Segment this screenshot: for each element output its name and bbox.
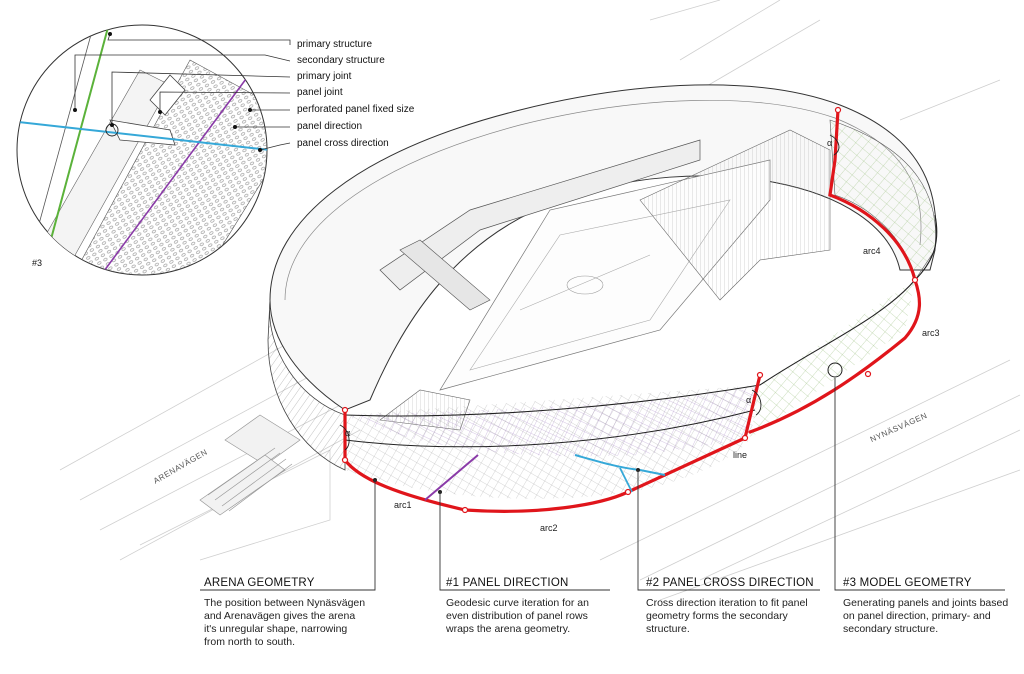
inset-tag: #3 bbox=[32, 258, 43, 268]
legend-primary-joint: primary joint bbox=[297, 71, 352, 82]
callout-model-geometry-line: Generating panels and joints based bbox=[843, 597, 1009, 609]
callout-arena-geometry-line: The position between Nynäsvägen bbox=[204, 597, 366, 609]
inset-leader-dots bbox=[73, 32, 262, 152]
legend-panel-direction: panel direction bbox=[297, 121, 363, 132]
label-arc2: arc2 bbox=[540, 523, 558, 533]
west-stairs bbox=[199, 414, 301, 516]
callout-model-geometry-text: Generating panels and joints based on pa… bbox=[843, 597, 1021, 636]
inset-panel-line bbox=[89, 59, 261, 275]
arc2-curve bbox=[463, 490, 630, 513]
arc3-curve bbox=[743, 278, 922, 440]
callout-cross-direction-title: #2 PANEL CROSS DIRECTION bbox=[646, 577, 814, 589]
arc1-curve bbox=[343, 408, 467, 512]
callout-cross-direction-line: Cross direction iteration to fit panel bbox=[646, 597, 808, 609]
callout-panel-direction-line: wraps the arena geometry. bbox=[446, 623, 571, 635]
detail-inset bbox=[16, 24, 268, 276]
label-arc4: arc4 bbox=[863, 246, 881, 256]
legend-perforated-panel: perforated panel fixed size bbox=[297, 104, 415, 115]
label-arc3: arc3 bbox=[922, 328, 940, 338]
callout-arena-geometry-text: The position between Nynäsvägen and Aren… bbox=[204, 597, 374, 649]
inset-cross-line bbox=[17, 121, 267, 151]
facade-band bbox=[267, 119, 938, 499]
callout-cross-direction-line: geometry forms the secondary bbox=[646, 610, 788, 622]
joint-markers bbox=[341, 106, 919, 514]
callout-model-geometry-line: on panel direction, primary- and bbox=[843, 610, 991, 622]
line-segment bbox=[626, 436, 747, 494]
callout-panel-direction-line: Geodesic curve iteration for an bbox=[446, 597, 589, 609]
callout-model-geometry-line: secondary structure. bbox=[843, 623, 939, 635]
legend-secondary-structure: secondary structure bbox=[297, 55, 385, 66]
label-alpha-north: α bbox=[827, 138, 833, 148]
edge-curves bbox=[343, 108, 922, 513]
label-line: line bbox=[733, 450, 748, 460]
callout-leaders bbox=[200, 378, 1005, 591]
inset-leaders bbox=[74, 33, 291, 151]
legend-panel-joint: panel joint bbox=[297, 87, 343, 98]
callout-cross-direction-line: structure. bbox=[646, 623, 690, 635]
legend-panel-cross-direction: panel cross direction bbox=[297, 138, 389, 149]
callout-arena-geometry-title: ARENA GEOMETRY bbox=[204, 577, 315, 589]
angle-marks bbox=[339, 134, 840, 451]
label-arc1: arc1 bbox=[394, 500, 412, 510]
legend-primary-structure: primary structure bbox=[297, 39, 373, 50]
callout-model-geometry-title: #3 MODEL GEOMETRY bbox=[843, 577, 972, 589]
callout-panel-direction-title: #1 PANEL DIRECTION bbox=[446, 577, 569, 589]
callout-arena-geometry-line: and Arenavägen gives the arena bbox=[204, 610, 356, 622]
callout-panel-direction-line: even distribution of panel rows bbox=[446, 610, 588, 622]
callout-arena-geometry-line: from north to south. bbox=[204, 636, 296, 648]
panel-direction-line bbox=[424, 454, 479, 501]
site-context bbox=[59, 0, 1021, 601]
callout-panel-direction-text: Geodesic curve iteration for an even dis… bbox=[446, 597, 616, 636]
arc4-curve bbox=[828, 108, 917, 282]
label-alpha-mid: α bbox=[746, 395, 752, 405]
label-alpha-west: α bbox=[345, 428, 351, 438]
callout-arena-geometry-line: it's unregular shape, narrowing bbox=[204, 623, 348, 635]
callout-cross-direction-text: Cross direction iteration to fit panel g… bbox=[646, 597, 831, 636]
